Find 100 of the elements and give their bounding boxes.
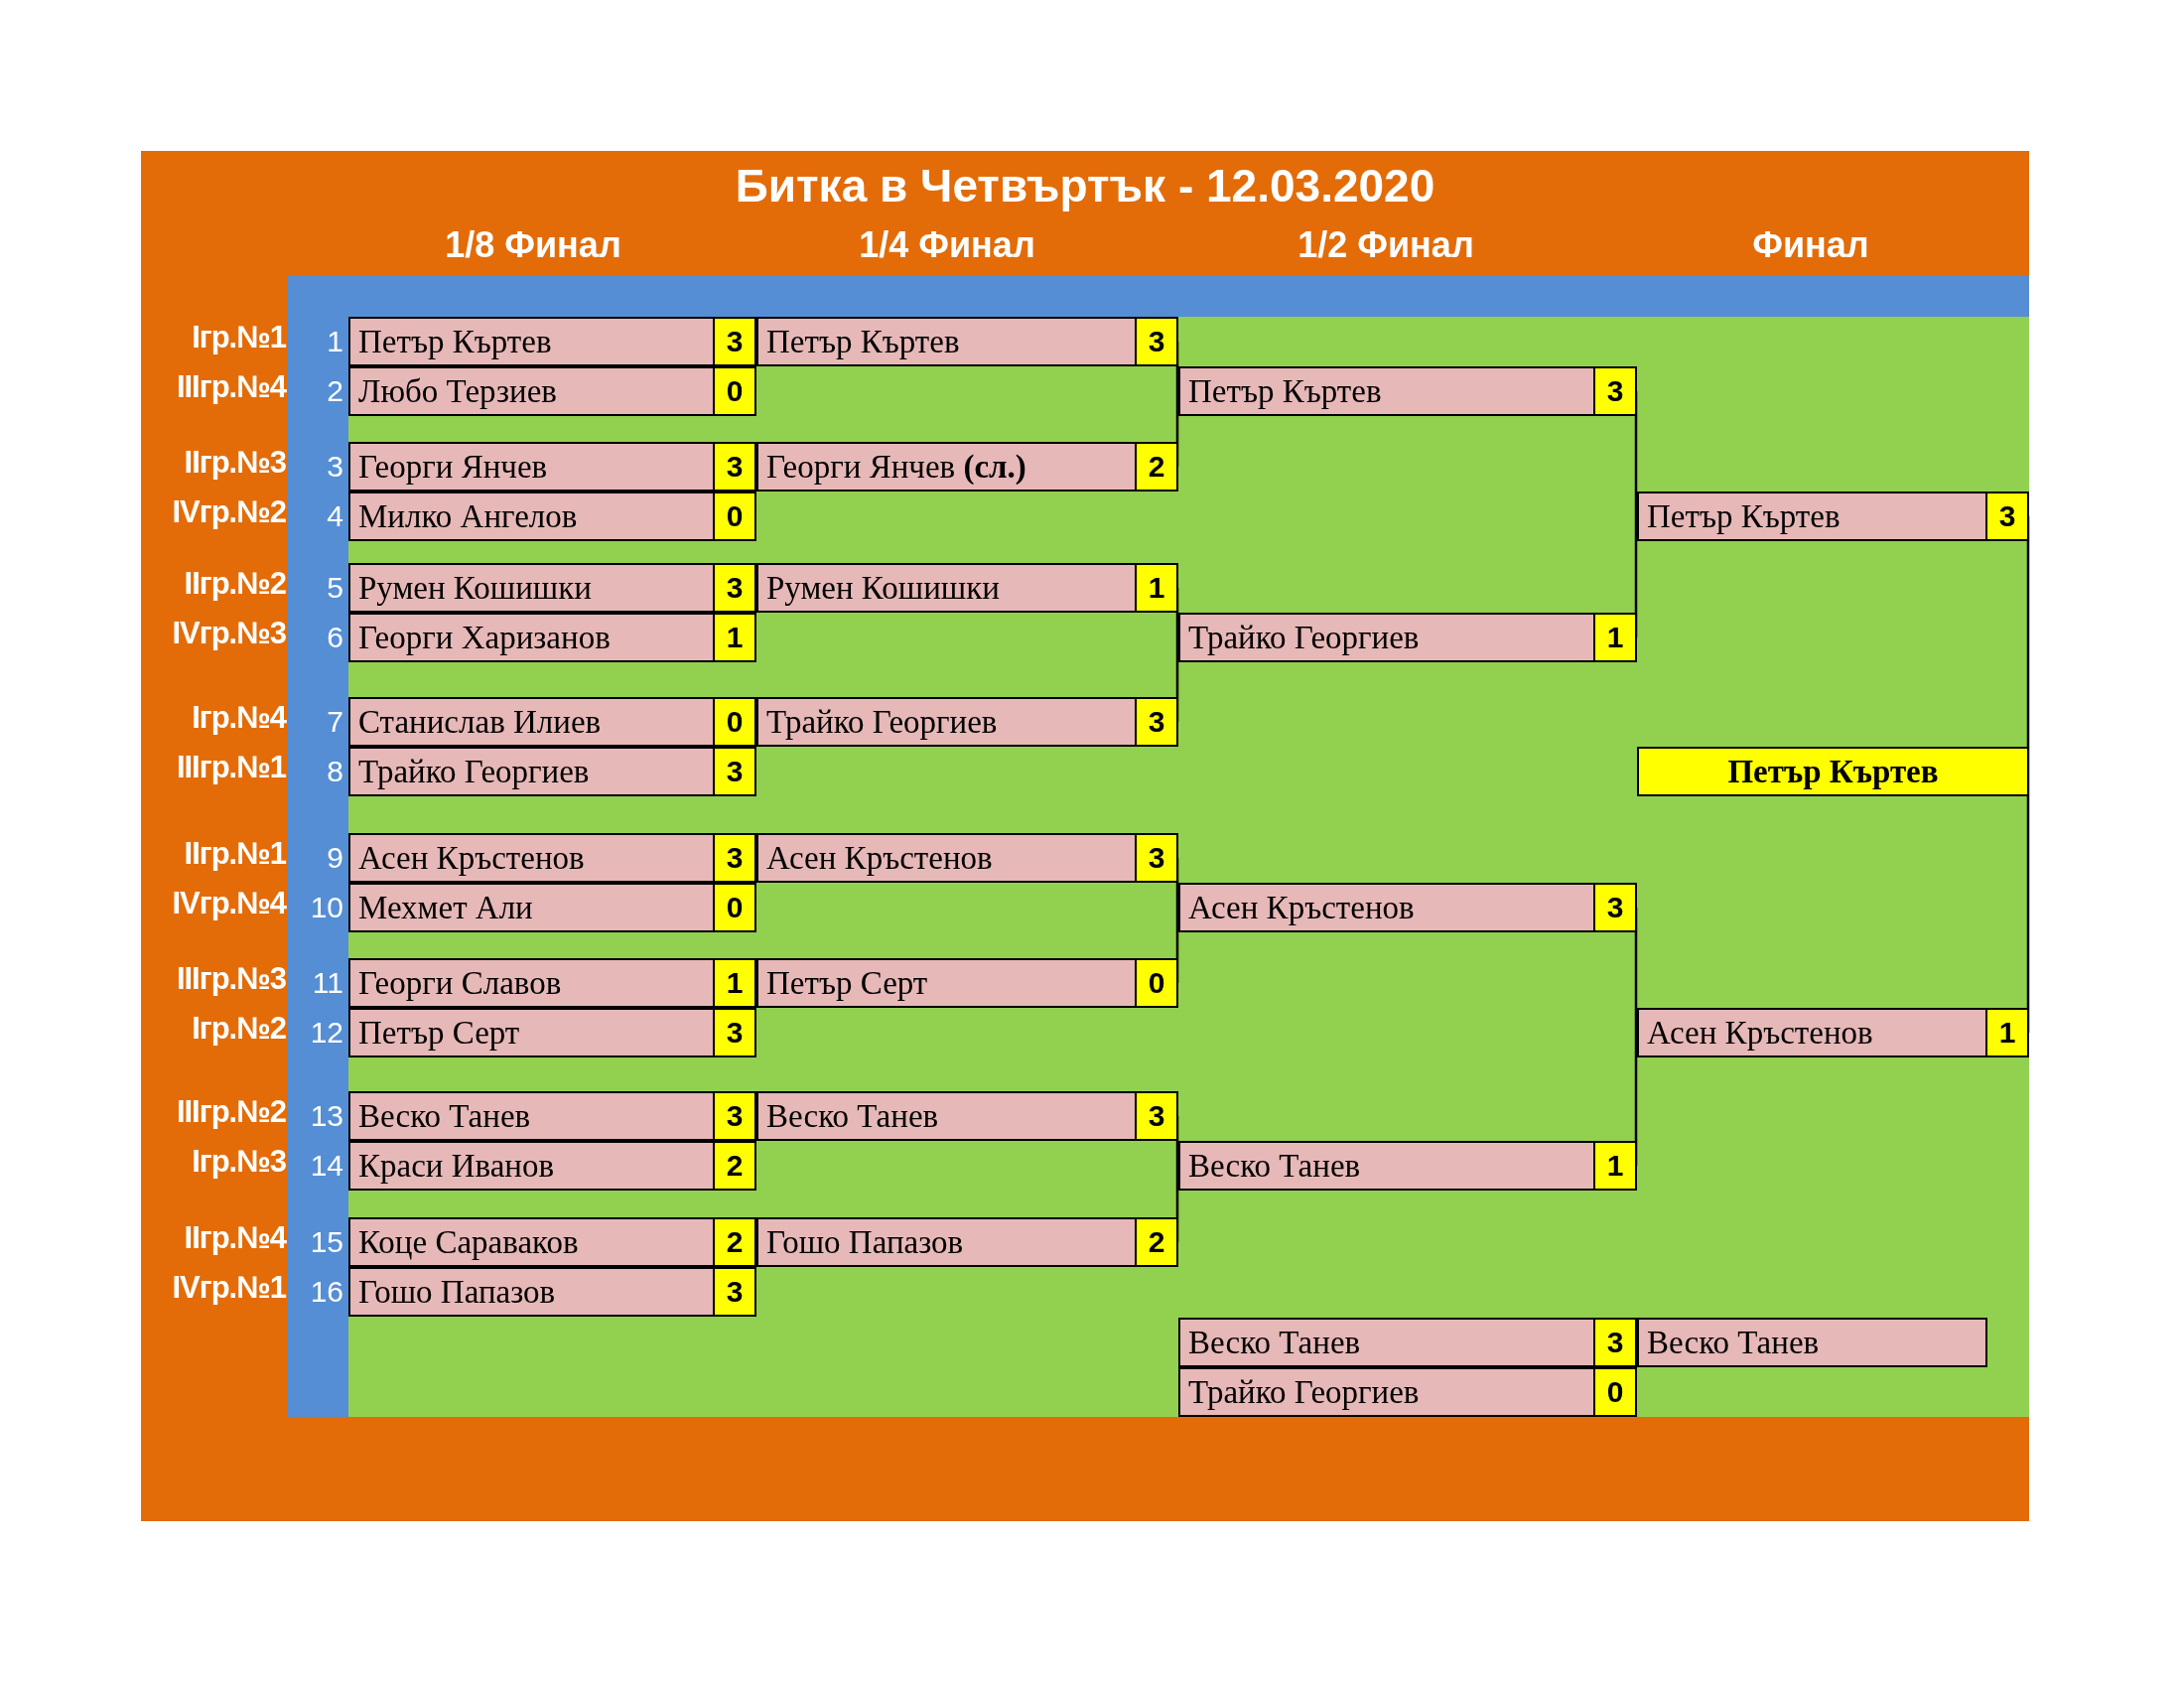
bracket-slot bbox=[348, 613, 756, 662]
group-label: IIгр.№3 bbox=[183, 444, 286, 482]
seed-number: 16 bbox=[309, 1274, 343, 1310]
score: 3 bbox=[713, 319, 754, 364]
bracket-slot bbox=[756, 563, 1178, 613]
player-name: Румен Кошишки bbox=[357, 569, 593, 608]
player-name: Петър Къртев bbox=[1726, 753, 1940, 791]
bracket-slot bbox=[756, 833, 1178, 883]
seed-number: 15 bbox=[309, 1224, 343, 1260]
group-label: IIIгр.№3 bbox=[175, 960, 286, 998]
seed-number: 7 bbox=[326, 704, 343, 740]
column-heading: 1/2 Финал bbox=[1297, 224, 1475, 266]
player-name: Коце Сараваков bbox=[357, 1223, 580, 1262]
seed-number: 10 bbox=[309, 890, 343, 925]
score: 2 bbox=[713, 1219, 754, 1265]
player-name: Веско Танев bbox=[765, 1097, 940, 1136]
bracket-slot bbox=[1178, 1141, 1637, 1191]
score: 2 bbox=[1135, 1219, 1176, 1265]
player-name: Любо Терзиев bbox=[357, 372, 558, 411]
player-name: Веско Танев bbox=[1187, 1324, 1362, 1362]
player-name: Петър Къртев bbox=[765, 323, 961, 361]
group-label: IIIгр.№1 bbox=[175, 749, 286, 786]
score: 3 bbox=[1135, 835, 1176, 881]
score: 3 bbox=[1135, 699, 1176, 745]
score: 3 bbox=[713, 835, 754, 881]
group-label: IIгр.№1 bbox=[183, 835, 286, 873]
player-name: Милко Ангелов bbox=[357, 497, 579, 536]
player-name: Петър Къртев bbox=[357, 323, 553, 361]
bracket-slot bbox=[348, 958, 756, 1008]
bracket-slot bbox=[348, 747, 756, 796]
score: 0 bbox=[713, 368, 754, 414]
score: 3 bbox=[1593, 368, 1635, 414]
score: 1 bbox=[1593, 1143, 1635, 1189]
player-name: Георги Харизанов bbox=[357, 619, 612, 657]
player-name: Георги Славов bbox=[357, 964, 563, 1003]
player-name: Петър Къртев bbox=[1187, 372, 1383, 411]
bracket-slot bbox=[348, 366, 756, 416]
seed-number: 9 bbox=[326, 840, 343, 876]
bracket-slot bbox=[348, 317, 756, 366]
score: 3 bbox=[1593, 1320, 1635, 1365]
column-heading: Финал bbox=[1751, 224, 1870, 266]
seed-number: 6 bbox=[326, 620, 343, 655]
bracket-slot bbox=[756, 958, 1178, 1008]
score: 3 bbox=[713, 444, 754, 490]
score: 3 bbox=[1593, 885, 1635, 930]
seed-number: 14 bbox=[309, 1148, 343, 1184]
bracket-slot bbox=[756, 1217, 1178, 1267]
bracket-slot bbox=[348, 492, 756, 541]
group-label: IIгр.№2 bbox=[183, 565, 286, 603]
player-name: Асен Кръстенов bbox=[1187, 889, 1416, 927]
score: 3 bbox=[1135, 319, 1176, 364]
diagram-title: Битка в Четвъртък - 12.03.2020 bbox=[734, 159, 1436, 212]
bracket-slot bbox=[348, 1141, 756, 1191]
bracket-slot bbox=[348, 833, 756, 883]
bracket-slot bbox=[1178, 366, 1637, 416]
player-name: Краси Иванов bbox=[357, 1147, 556, 1186]
bracket-slot bbox=[348, 1091, 756, 1141]
score: 0 bbox=[1135, 960, 1176, 1006]
player-name: Трайко Георгиев bbox=[765, 703, 999, 742]
seed-number: 2 bbox=[326, 373, 343, 409]
player-name: Веско Танев bbox=[357, 1097, 532, 1136]
player-name: Георги Янчев (сл.) bbox=[765, 448, 1027, 487]
bracket-slot bbox=[348, 1217, 756, 1267]
bracket-slot bbox=[1637, 1318, 1987, 1367]
group-label: Iгр.№1 bbox=[191, 319, 286, 356]
player-name: Асен Кръстенов bbox=[357, 839, 586, 878]
score: 0 bbox=[713, 699, 754, 745]
group-label: IIIгр.№2 bbox=[175, 1093, 286, 1131]
score: 3 bbox=[713, 749, 754, 794]
player-name: Трайко Георгиев bbox=[1187, 1373, 1421, 1412]
seed-number: 3 bbox=[326, 449, 343, 485]
player-name: Петър Серт bbox=[357, 1014, 521, 1053]
seed-number: 13 bbox=[309, 1098, 343, 1134]
score: 3 bbox=[1985, 493, 2027, 539]
player-name: Веско Танев bbox=[1187, 1147, 1362, 1186]
bracket-slot bbox=[1637, 492, 2029, 541]
winner-box bbox=[1637, 747, 2029, 796]
score: 1 bbox=[1985, 1010, 2027, 1055]
group-label: Iгр.№2 bbox=[191, 1010, 286, 1048]
player-name: Петър Серт bbox=[765, 964, 929, 1003]
player-name: Георги Янчев bbox=[357, 448, 549, 487]
seed-number: 5 bbox=[326, 570, 343, 606]
group-label: IVгр.№1 bbox=[171, 1269, 286, 1307]
player-name: Гошо Папазов bbox=[357, 1273, 557, 1312]
score: 3 bbox=[713, 1093, 754, 1139]
score: 0 bbox=[713, 885, 754, 930]
column-heading: 1/8 Финал bbox=[444, 224, 622, 266]
player-name: Румен Кошишки bbox=[765, 569, 1001, 608]
group-label: IVгр.№2 bbox=[171, 493, 286, 531]
player-name: Петър Къртев bbox=[1646, 497, 1842, 536]
bracket-slot bbox=[1178, 613, 1637, 662]
bracket-slot bbox=[348, 697, 756, 747]
bracket-slot bbox=[756, 697, 1178, 747]
score: 3 bbox=[713, 1269, 754, 1315]
bracket-slot bbox=[1178, 1318, 1637, 1367]
bracket-slot bbox=[756, 317, 1178, 366]
group-label: IIгр.№4 bbox=[183, 1219, 286, 1257]
score: 1 bbox=[713, 960, 754, 1006]
player-name: Асен Кръстенов bbox=[1646, 1014, 1874, 1053]
bracket-slot bbox=[348, 883, 756, 932]
